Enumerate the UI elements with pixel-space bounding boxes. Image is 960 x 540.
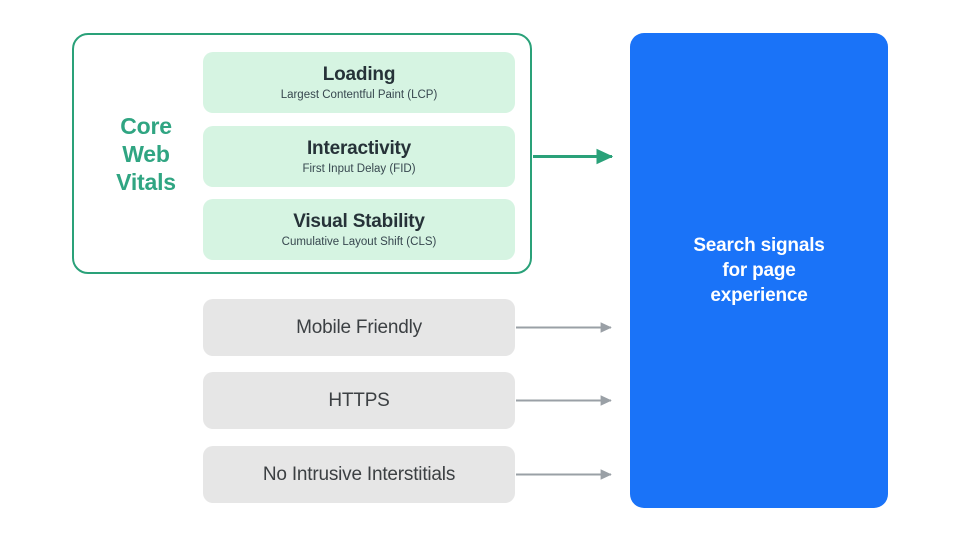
vital-card-visual-stability[interactable]: Visual Stability Cumulative Layout Shift… [203, 199, 515, 260]
vital-subtitle: First Input Delay (FID) [302, 162, 416, 175]
vital-subtitle: Cumulative Layout Shift (CLS) [281, 235, 437, 248]
vital-subtitle: Largest Contentful Paint (LCP) [280, 88, 438, 101]
mobile-friendly-card[interactable]: Mobile Friendly [203, 299, 515, 356]
core-web-vitals-label: Core Web Vitals [116, 113, 176, 195]
no-intrusive-interstitials-card[interactable]: No Intrusive Interstitials [203, 446, 515, 503]
vital-title: Visual Stability [293, 210, 425, 232]
search-signals-label: Search signals for page experience [693, 235, 825, 306]
search-signals-box[interactable]: Search signals for page experience [630, 33, 888, 508]
https-card[interactable]: HTTPS [203, 372, 515, 429]
vital-card-interactivity[interactable]: Interactivity First Input Delay (FID) [203, 126, 515, 187]
vital-title: Loading [322, 63, 396, 85]
signal-label: HTTPS [328, 389, 390, 411]
signal-label: Mobile Friendly [296, 316, 422, 338]
signal-label: No Intrusive Interstitials [262, 463, 456, 485]
vital-card-loading[interactable]: Loading Largest Contentful Paint (LCP) [203, 52, 515, 113]
vital-title: Interactivity [306, 137, 412, 159]
